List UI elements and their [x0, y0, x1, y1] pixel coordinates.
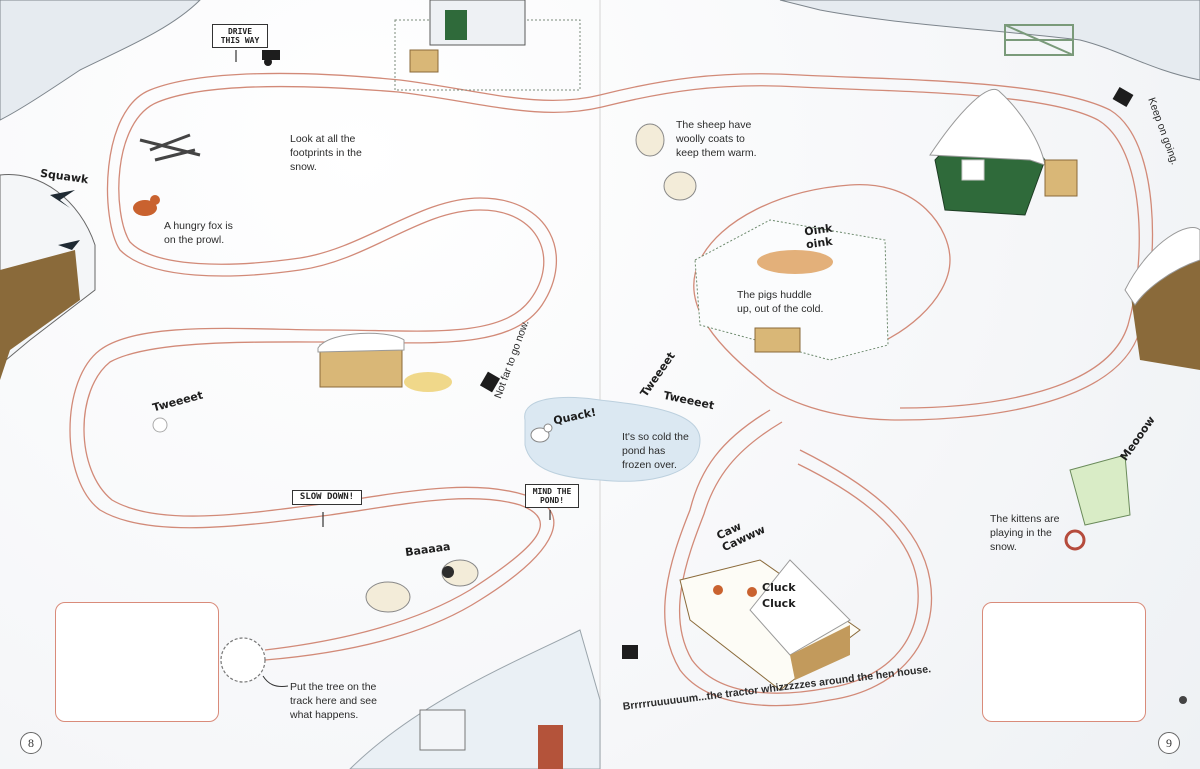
- left-barn: [0, 173, 96, 380]
- wheelbarrow-icon: [1064, 454, 1131, 551]
- sheep-icon: [365, 559, 479, 613]
- caption-footprints: Look at all the footprints in the snow.: [290, 133, 362, 173]
- arrow-icon: [262, 675, 289, 687]
- crow-icon: [50, 190, 80, 250]
- gate-icon: [1004, 24, 1074, 56]
- hen-coop-top: [394, 0, 581, 91]
- firewood-icon: [139, 133, 201, 162]
- snowy-houses: [349, 629, 601, 769]
- right-shed: [1124, 227, 1200, 370]
- caption-sheep: The sheep have woolly coats to keep them…: [676, 119, 757, 159]
- duck-icon: [530, 423, 553, 443]
- snowy-hedge-top-left: [0, 0, 201, 121]
- sign-posts: [235, 50, 551, 527]
- hen-house: [679, 559, 861, 691]
- sound-cluck: Cluck Cluck: [762, 581, 796, 610]
- sticker-box-right[interactable]: [982, 602, 1146, 722]
- snowy-hedge-top-right: [779, 0, 1200, 81]
- caption-pigs: The pigs huddle up, out of the cold.: [737, 289, 824, 315]
- mind-the-pond-sign: MIND THE POND!: [525, 484, 579, 508]
- green-barn: [929, 88, 1078, 216]
- fox-icon: [133, 195, 160, 216]
- caption-tree: Put the tree on the track here and see w…: [290, 681, 377, 721]
- tree-start-circle: [220, 637, 266, 683]
- slow-down-sign: SLOW DOWN!: [292, 490, 362, 505]
- tractor-icon: [262, 50, 1134, 659]
- snow-bird-icon: [152, 417, 168, 433]
- caption-pond: It's so cold the pond has frozen over.: [622, 431, 689, 471]
- bird-small-icon: [1179, 696, 1187, 704]
- page-number-right: 9: [1158, 732, 1180, 754]
- caption-kittens: The kittens are playing in the snow.: [990, 513, 1060, 553]
- straw-shed: [317, 332, 452, 392]
- page-number-left: 8: [20, 732, 42, 754]
- sticker-box-left[interactable]: [55, 602, 219, 722]
- pig-pen: [694, 219, 889, 361]
- drive-this-way-sign: DRIVE THIS WAY: [212, 24, 268, 48]
- sheep-right-icon: [635, 123, 697, 201]
- frozen-pond: [524, 396, 701, 482]
- caption-fox: A hungry fox is on the prowl.: [164, 220, 233, 246]
